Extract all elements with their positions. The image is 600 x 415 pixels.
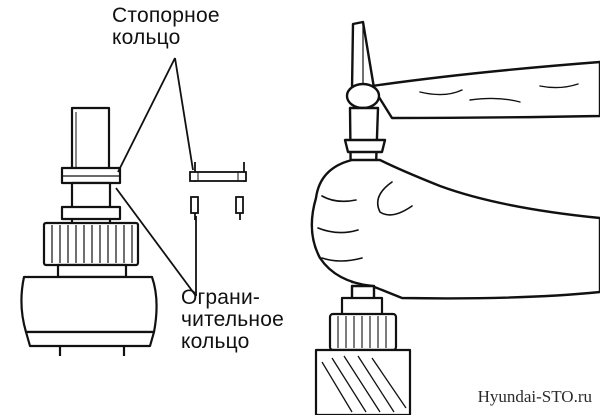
watermark: Hyundai-STO.ru [477,387,592,406]
armature-shaft [70,106,111,172]
hand-with-pliers [310,20,600,312]
snap-ring-detail [189,162,247,220]
stop-ring-label-line-1: Ограни- [181,286,261,309]
pliers-pivot [345,82,381,110]
workpiece-pinion [314,296,412,415]
stop-ring-label-line-2: чительное [181,308,284,331]
clutch-body [20,275,158,334]
stop-ring-label-line-3: кольцо [181,330,250,353]
stop-ring-label: Ограни- чительное кольцо [181,287,284,353]
starter-pinion-drawing [20,106,158,356]
stop-collar [60,205,122,221]
snap-ring-label-line-1: Стопорное [112,4,220,27]
gripping-hand [310,158,600,300]
leader-lines [115,57,197,297]
clutch-base [24,330,156,348]
snap-ring-label-line-2: кольцо [112,26,181,49]
forearm-sleeve [370,60,600,120]
snap-ring-label: Стопорное кольцо [112,5,220,49]
clutch-neck [56,263,128,279]
pinion-teeth [51,225,133,263]
